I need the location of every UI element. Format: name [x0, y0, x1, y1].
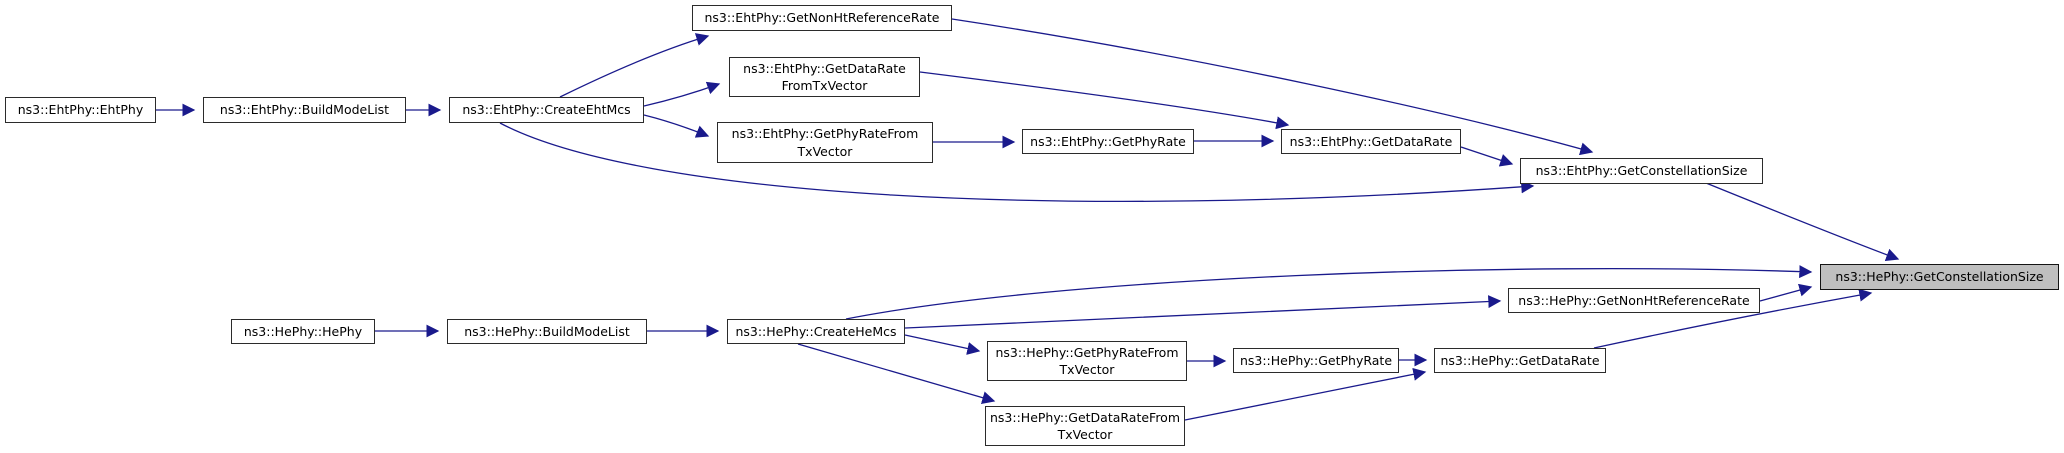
edge-he-createhemcs-to-he-getphyratefromtxvector [904, 334, 981, 355]
node-he-getnonhtreferencerate[interactable]: ns3::HePhy::GetNonHtReferenceRate [1508, 288, 1760, 313]
edge-eht-createehtmcs-to-eht-getnonhtreferencerate [559, 33, 710, 98]
node-eht-getdatarate[interactable]: ns3::EhtPhy::GetDataRate [1281, 129, 1461, 154]
edge-he-createhemcs-to-he-getconstellationsize [845, 265, 1813, 320]
node-he-createhemcs[interactable]: ns3::HePhy::CreateHeMcs [727, 319, 905, 344]
edge-eht-createehtmcs-to-eht-getconstellationsize [499, 122, 1535, 203]
node-he-getphyrate[interactable]: ns3::HePhy::GetPhyRate [1233, 348, 1399, 373]
node-he-getconstellationsize[interactable]: ns3::HePhy::GetConstellationSize [1820, 264, 2059, 290]
edge-he-getdataratefromtxvector-to-he-getdatarate [1184, 367, 1427, 421]
node-eht-ehtphy[interactable]: ns3::EhtPhy::EhtPhy [5, 97, 156, 123]
edge-eht-createehtmcs-to-eht-getdataratefromtxvector [643, 81, 721, 107]
node-eht-buildmodelist[interactable]: ns3::EhtPhy::BuildModeList [203, 97, 406, 123]
node-he-hephy[interactable]: ns3::HePhy::HePhy [231, 319, 375, 344]
node-he-getphyratefromtxvector[interactable]: ns3::HePhy::GetPhyRateFrom TxVector [987, 341, 1187, 381]
edge-eht-getdataratefromtxvector-to-eht-getdatarate [919, 71, 1290, 130]
edge-eht-getdatarate-to-eht-getconstellationsize [1460, 146, 1514, 167]
edge-he-getdatarate-to-he-getconstellationsize [1593, 288, 1873, 349]
node-eht-getphyrate[interactable]: ns3::EhtPhy::GetPhyRate [1022, 129, 1194, 154]
node-eht-getnonhtreferencerate[interactable]: ns3::EhtPhy::GetNonHtReferenceRate [692, 5, 952, 31]
node-eht-getphyratefromtxvector[interactable]: ns3::EhtPhy::GetPhyRateFrom TxVector [717, 122, 933, 163]
edge-eht-createehtmcs-to-eht-getphyratefromtxvector [643, 114, 710, 138]
node-eht-getdataratefromtxvector[interactable]: ns3::EhtPhy::GetDataRate FromTxVector [729, 57, 920, 97]
edge-eht-getnonhtreferencerate-to-eht-getconstellationsize [951, 18, 1594, 156]
node-eht-createehtmcs[interactable]: ns3::EhtPhy::CreateEhtMcs [449, 97, 644, 123]
edge-he-getnonhtreferencerate-to-he-getconstellationsize [1759, 283, 1813, 302]
edge-he-createhemcs-to-he-getnonhtreferencerate [904, 295, 1502, 329]
node-eht-getconstellationsize[interactable]: ns3::EhtPhy::GetConstellationSize [1520, 158, 1763, 184]
node-he-getdataratefromtxvector[interactable]: ns3::HePhy::GetDataRateFrom TxVector [985, 406, 1185, 446]
edge-he-createhemcs-to-he-getdataratefromtxvector [797, 343, 996, 404]
edge-eht-getconstellationsize-to-he-getconstellationsize [1705, 182, 1900, 261]
node-he-buildmodelist[interactable]: ns3::HePhy::BuildModeList [447, 319, 647, 344]
node-he-getdatarate[interactable]: ns3::HePhy::GetDataRate [1434, 348, 1606, 373]
